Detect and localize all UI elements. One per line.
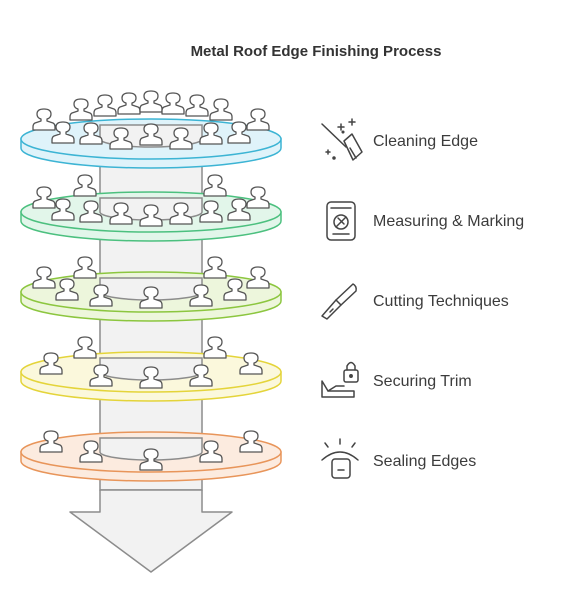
step-label-securing: Securing Trim: [373, 373, 472, 390]
person-icon: [246, 186, 270, 209]
person-icon: [203, 174, 227, 197]
step-label-sealing: Sealing Edges: [373, 453, 476, 470]
person-icon: [93, 94, 117, 117]
disc-measuring: [20, 174, 282, 242]
disc-securing: [20, 336, 282, 402]
person-icon: [32, 186, 56, 209]
down-arrow: [69, 489, 233, 573]
disc-sealing: [20, 430, 282, 482]
disc-cutting: [20, 256, 282, 322]
person-icon: [32, 108, 56, 131]
person-icon: [73, 336, 97, 359]
person-icon: [203, 336, 227, 359]
lock-fastener-icon: [321, 361, 359, 398]
diagram-title: Metal Roof Edge Finishing Process: [191, 43, 442, 60]
person-icon: [32, 266, 56, 289]
step-label-measuring: Measuring & Marking: [373, 213, 524, 230]
measuring-device-icon: [326, 201, 356, 241]
utility-knife-icon: [321, 283, 357, 320]
person-icon: [73, 174, 97, 197]
person-icon: [117, 92, 141, 115]
person-icon: [246, 108, 270, 131]
step-label-cleaning: Cleaning Edge: [373, 133, 478, 150]
disc-cleaning: [20, 90, 282, 169]
person-icon: [203, 256, 227, 279]
seal-lock-icon: [321, 438, 359, 479]
person-icon: [69, 98, 93, 121]
person-icon: [139, 90, 163, 113]
person-icon: [185, 94, 209, 117]
person-icon: [161, 92, 185, 115]
person-icon: [209, 98, 233, 121]
stacked-discs: [20, 90, 282, 482]
step-label-cutting: Cutting Techniques: [373, 293, 509, 310]
broom-sparkle-icon: [321, 118, 363, 161]
person-icon: [73, 256, 97, 279]
person-icon: [246, 266, 270, 289]
